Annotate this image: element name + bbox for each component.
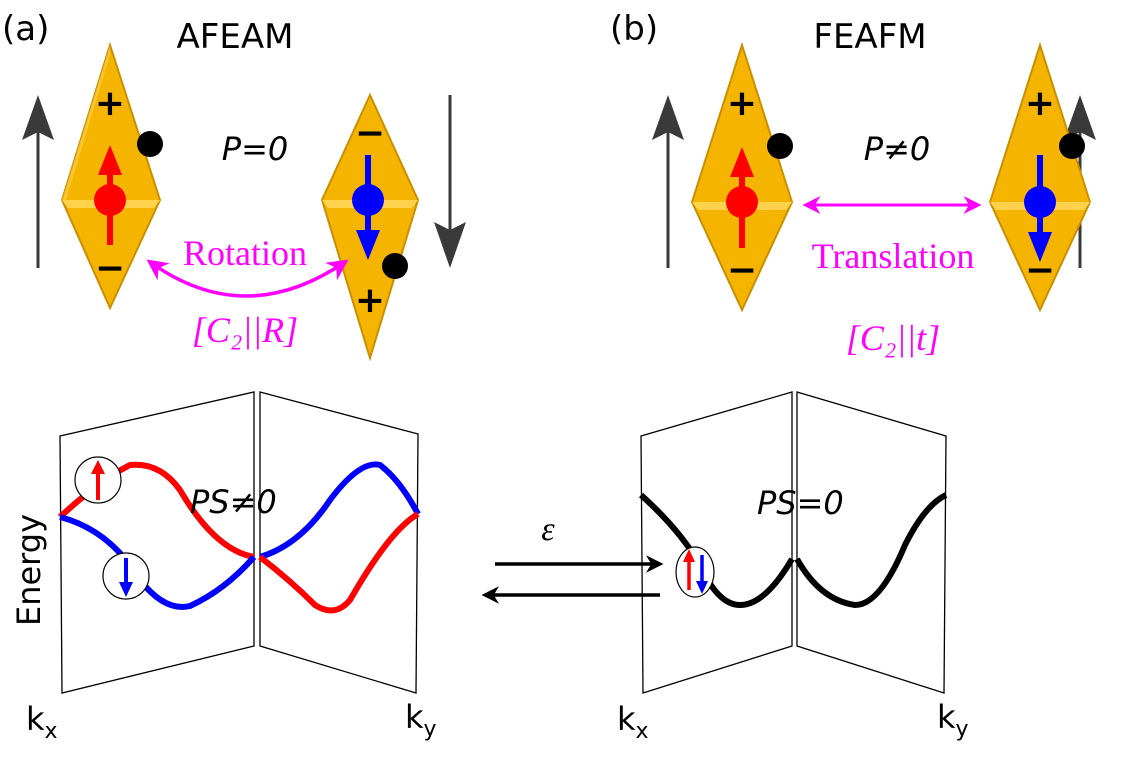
spin-polarization-b-text: PS=0: [757, 484, 844, 522]
degenerate-band: [638, 492, 795, 609]
polarization-a: P=0: [222, 130, 288, 168]
top-sign: +: [727, 83, 757, 124]
moment-up-arrow-icon: [22, 95, 54, 268]
panel-a-label: (a): [2, 9, 49, 49]
anion-dot: [1059, 133, 1085, 159]
spin-down-marker-icon: [102, 552, 150, 600]
unit-cell-left-b: + −: [690, 41, 794, 313]
polarization-b: P≠0: [864, 130, 930, 168]
spin-polarization-a: PS≠0 PS≠0: [190, 483, 277, 521]
anion-dot: [382, 253, 408, 279]
spin-down-ion: [1024, 186, 1056, 218]
operation-translation: Translation: [812, 236, 975, 276]
moment-down-arrow-icon: [434, 95, 466, 268]
spin-up-ion: [726, 186, 758, 218]
spin-polarization-b: PS=0 PS=0: [757, 484, 844, 522]
unit-cell-left-a: + −: [60, 41, 163, 311]
ky-label-b: ky: [937, 698, 969, 742]
kx-label-b: kx: [617, 700, 649, 744]
energy-axis-label: Energy: [10, 514, 48, 626]
bottom-sign: −: [1025, 250, 1055, 291]
bottom-sign: −: [95, 248, 125, 289]
bottom-sign: +: [355, 280, 385, 321]
unit-cell-right-a: − +: [320, 92, 420, 362]
kx-label-a: kx: [26, 700, 58, 744]
top-sign: +: [95, 83, 125, 124]
unit-cell-right-b: + −: [988, 41, 1092, 313]
spin-up-down-marker-icon: [675, 546, 715, 598]
symmetry-b: [C₂||t]: [846, 318, 940, 358]
spin-polarization-a-text: PS≠0: [190, 483, 277, 521]
anion-dot: [767, 133, 793, 159]
symmetry-a: [C₂||R]: [192, 310, 298, 350]
spin-down-band: [259, 461, 421, 560]
ky-label-a: ky: [405, 698, 437, 742]
electric-field-label: ε: [541, 511, 555, 548]
spin-down-ion: [352, 184, 384, 216]
panel-b-label: (b): [610, 9, 658, 49]
panel-a-title: AFEAM: [177, 17, 294, 57]
rotation-arrow-icon: [146, 259, 349, 298]
top-sign: −: [355, 113, 385, 154]
bottom-sign: −: [727, 250, 757, 291]
moment-up-arrow-icon: [652, 95, 684, 268]
operation-rotation: Rotation: [183, 233, 307, 273]
panel-b-title: FEAFM: [813, 17, 926, 57]
spin-up-marker-icon: [74, 456, 122, 504]
spin-up-ion: [94, 184, 126, 216]
anion-dot: [137, 131, 163, 157]
spin-up-band: [258, 511, 420, 614]
top-sign: +: [1025, 83, 1055, 124]
spin-down-band: [59, 514, 257, 610]
degenerate-band: [794, 492, 948, 609]
band-panels-a: [59, 391, 419, 694]
